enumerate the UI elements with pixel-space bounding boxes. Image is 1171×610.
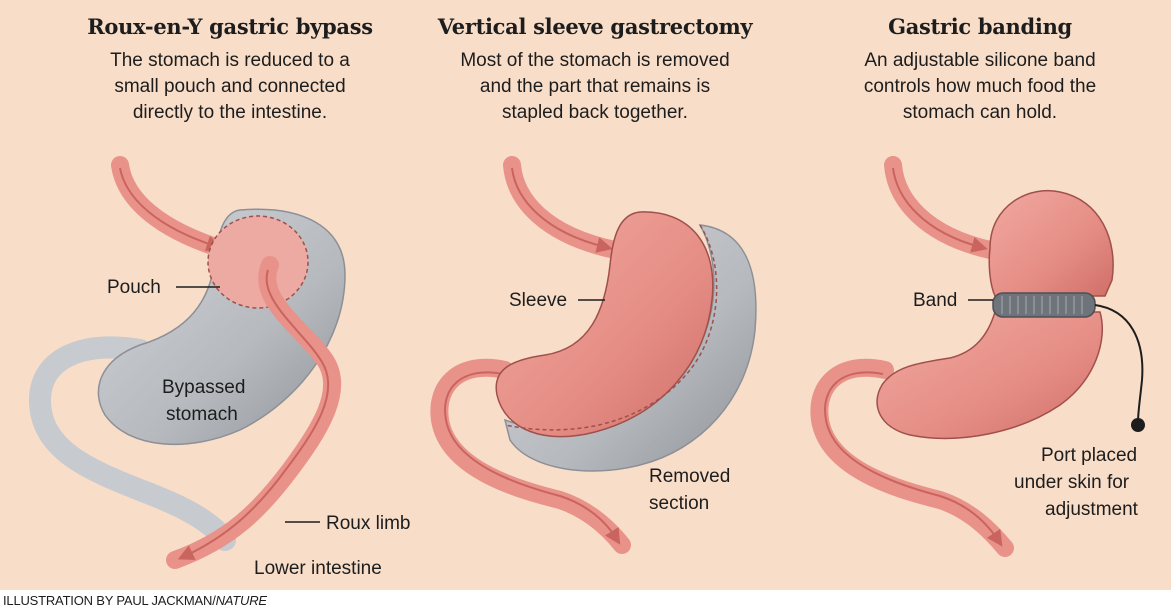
removed-label-line1: Removed xyxy=(649,466,730,487)
gastric-band xyxy=(993,293,1095,317)
bypassed-label-line2: stomach xyxy=(166,404,238,425)
sleeve-label: Sleeve xyxy=(509,290,567,311)
port-label-line3: adjustment xyxy=(1045,499,1139,520)
pouch-label: Pouch xyxy=(107,277,161,298)
roux-limb-label: Roux limb xyxy=(326,513,410,534)
removed-label-line2: section xyxy=(649,493,709,514)
sleeve-esophagus xyxy=(512,165,615,250)
banding-lower-stomach xyxy=(877,312,1102,438)
banding-diagram: Band Port placed under skin for adjustme… xyxy=(819,165,1145,548)
band-label: Band xyxy=(913,290,957,311)
sleeve-diagram: Sleeve Removed section xyxy=(439,165,756,545)
credit-prefix: ILLUSTRATION BY PAUL JACKMAN/ xyxy=(3,593,216,608)
port-label-line2: under skin for xyxy=(1014,472,1130,493)
banding-esophagus xyxy=(893,165,990,250)
bypassed-label-line1: Bypassed xyxy=(162,377,245,398)
bypass-diagram: Pouch Bypassed stomach Roux limb Lower i… xyxy=(40,165,410,579)
anatomy-artwork: Pouch Bypassed stomach Roux limb Lower i… xyxy=(0,0,1171,590)
banding-upper-pouch xyxy=(989,191,1113,296)
illustration-credit: ILLUSTRATION BY PAUL JACKMAN/NATURE xyxy=(0,592,403,610)
lower-intestine-label: Lower intestine xyxy=(254,558,382,579)
pouch xyxy=(208,216,308,308)
esophagus xyxy=(120,165,225,250)
credit-source: NATURE xyxy=(216,593,267,608)
port-label-line1: Port placed xyxy=(1041,445,1137,466)
port-icon xyxy=(1131,418,1145,432)
